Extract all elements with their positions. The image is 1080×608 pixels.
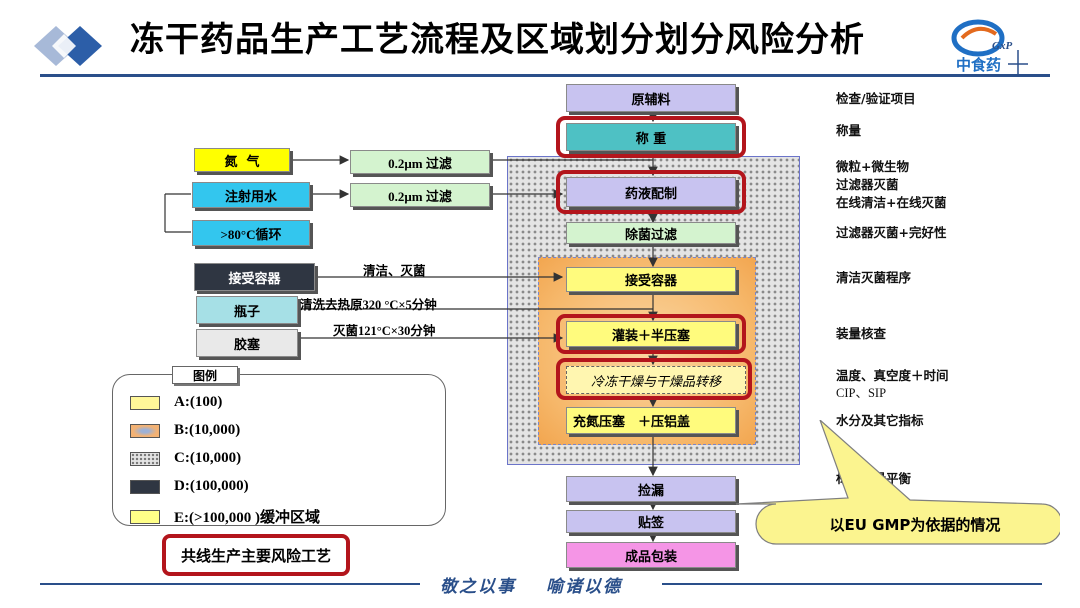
header-diamond-icon: [34, 26, 102, 66]
note-check-items: 检查/验证项目: [836, 91, 916, 106]
risk-frame-solution-prep: [556, 170, 746, 214]
note-particles: 微粒+微生物: [836, 159, 909, 174]
note-cip-sip: 在线清洁+在线灭菌: [836, 195, 947, 210]
input-water-for-injection: 注射用水: [192, 182, 310, 208]
company-logo: GxP 中食药: [948, 16, 1040, 74]
callout-text: 以EU GMP为依据的情况: [829, 515, 1001, 534]
input-bottle: 瓶子: [196, 296, 298, 324]
input-filter-2: 0.2μm 过滤: [350, 183, 490, 207]
flow-weighing: 称 重: [566, 123, 736, 151]
flow-solution-prep: 药液配制: [566, 177, 736, 207]
note-bottle-depyrogenation: 清洗去热原320 °C×5分钟: [300, 298, 437, 312]
legend-item-a: A:(100): [130, 394, 222, 411]
risk-process-label: 共线生产主要风险工艺: [162, 534, 350, 576]
legend-label-e: E:(>100,000 )缓冲区域: [174, 510, 321, 526]
footer-motto-left: 敬之以事: [440, 577, 516, 597]
callout-bubble: [735, 420, 1060, 545]
legend-swatch-a: [130, 395, 160, 410]
logo-gxp: GxP: [992, 40, 1013, 52]
flow-labeling: 贴签: [566, 510, 736, 533]
legend-item-e: E:(>100,000 )缓冲区域: [130, 506, 320, 527]
legend-item-b: B:(10,000): [130, 422, 240, 439]
footer-motto-right: 喻诸以德: [546, 577, 622, 597]
note-fill-check: 装量核查: [836, 326, 887, 341]
flow-raw-material: 原辅料: [566, 84, 736, 112]
risk-frame-freeze-drying: [556, 358, 752, 400]
legend-swatch-e: [130, 509, 160, 524]
page-title: 冻干药品生产工艺流程及区域划分划分风险分析: [130, 20, 865, 60]
legend-label-a: A:(100): [174, 394, 223, 410]
flow-filling: 灌装＋半压塞: [566, 321, 736, 347]
legend-label-d: D:(100,000): [174, 478, 249, 494]
legend-label-b: B:(10,000): [174, 422, 241, 438]
input-filter-1: 0.2μm 过滤: [350, 150, 490, 174]
legend-item-d: D:(100,000): [130, 478, 249, 495]
input-loop-80c: >80°C循环: [192, 220, 310, 246]
legend-swatch-c: [130, 451, 160, 466]
note-weighing: 称量: [836, 123, 862, 138]
flow-sterile-filtration: 除菌过滤: [566, 222, 736, 244]
risk-frame-filling: [556, 314, 746, 354]
risk-frame-weighing: [556, 116, 746, 158]
input-nitrogen: 氮 气: [194, 148, 290, 172]
input-stopper: 胶塞: [196, 329, 298, 357]
legend-swatch-b: [130, 423, 160, 438]
logo-swirl-icon: [951, 19, 1040, 74]
legend-title: 图例: [172, 366, 238, 384]
flow-receiving-container: 接受容器: [566, 267, 736, 292]
note-filter-sterilization: 过滤器灭菌: [836, 177, 899, 192]
note-receiving-clean: 清洁、灭菌: [363, 263, 426, 278]
flow-inspection: 捡漏: [566, 476, 736, 502]
legend-swatch-d: [130, 479, 160, 494]
legend-panel: [112, 374, 446, 526]
flow-packaging: 成品包装: [566, 542, 736, 568]
note-filter-integrity: 过滤器灭菌+完好性: [836, 225, 947, 240]
note-moisture: 水分及其它指标: [836, 413, 924, 428]
flow-nitrogen-capping: 充氮压塞 ＋压铝盖: [566, 407, 736, 434]
note-clean-sterilize: 清洁灭菌程序: [836, 270, 912, 285]
note-cip-sip-2: CIP、SIP: [836, 386, 887, 400]
header-rule: [40, 74, 1050, 77]
legend-label-c: C:(10,000): [174, 450, 242, 466]
note-temp-vacuum: 温度、真空度＋时间: [836, 368, 949, 383]
footer-rule-left: [40, 583, 420, 585]
legend-item-c: C:(10,000): [130, 450, 241, 467]
flow-freeze-drying: 冷冻干燥与干燥品转移: [566, 366, 746, 394]
logo-text: 中食药: [956, 56, 1002, 74]
footer-rule-right: [662, 583, 1042, 585]
input-receiving-container: 接受容器: [194, 263, 315, 291]
note-stopper-sterilization: 灭菌121°C×30分钟: [333, 324, 436, 338]
